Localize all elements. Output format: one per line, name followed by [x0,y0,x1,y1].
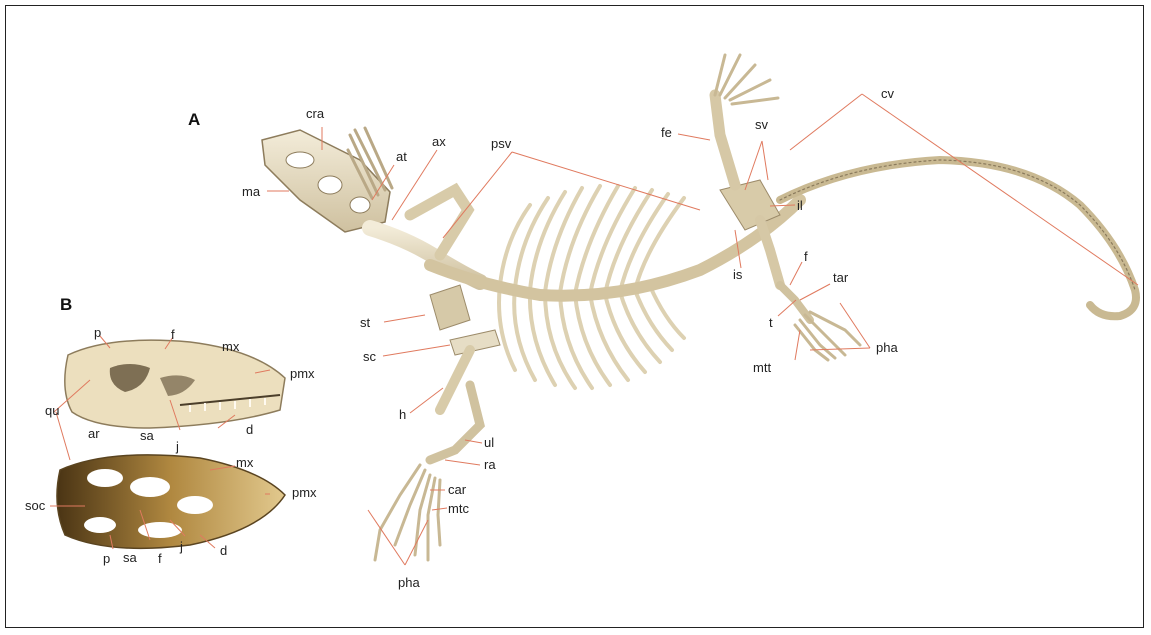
label-b-j2: j [180,540,183,553]
label-b-d: d [246,423,253,436]
label-b-sa2: sa [123,551,137,564]
panel-b-letter: B [60,296,72,313]
label-ma: ma [242,185,260,198]
label-pha-fore: pha [398,576,420,589]
label-b-qu: qu [45,404,59,417]
label-sv: sv [755,118,768,131]
label-b-soc: soc [25,499,45,512]
label-b-sa: sa [140,429,154,442]
upper-hindfoot [715,55,778,104]
panel-a-letter: A [188,111,200,128]
label-b-p2: p [103,552,110,565]
tail [780,160,1136,316]
label-is: is [733,268,742,281]
label-ra: ra [484,458,496,471]
label-b-pmx: pmx [290,367,315,380]
label-sc: sc [363,350,376,363]
label-at: at [396,150,407,163]
label-car: car [448,483,466,496]
label-cra: cra [306,107,324,120]
label-mtc: mtc [448,502,469,515]
upper-femur [715,95,735,185]
label-mtt: mtt [753,361,771,374]
label-psv: psv [491,137,511,150]
label-b-d2: d [220,544,227,557]
label-b-pmx2: pmx [292,486,317,499]
lizard-skeleton [262,55,1136,560]
label-h: h [399,408,406,421]
forefoot [375,465,440,560]
label-il: il [797,199,803,212]
label-f: f [804,250,808,263]
label-pha-hind: pha [876,341,898,354]
label-b-j: j [176,440,179,453]
humerus [440,350,470,410]
label-b-p: p [94,326,101,339]
label-b-f: f [171,328,175,341]
label-ul: ul [484,436,494,449]
label-b-f2: f [158,552,162,565]
label-b-mx2: mx [236,456,253,469]
label-t: t [769,316,773,329]
label-ax: ax [432,135,446,148]
label-tar: tar [833,271,848,284]
scapula [430,285,470,330]
label-fe: fe [661,126,672,139]
label-cv: cv [881,87,894,100]
coracoid [450,330,500,355]
label-b-mx: mx [222,340,239,353]
label-b-ar: ar [88,427,100,440]
radius-ulna [430,385,480,460]
label-st: st [360,316,370,329]
